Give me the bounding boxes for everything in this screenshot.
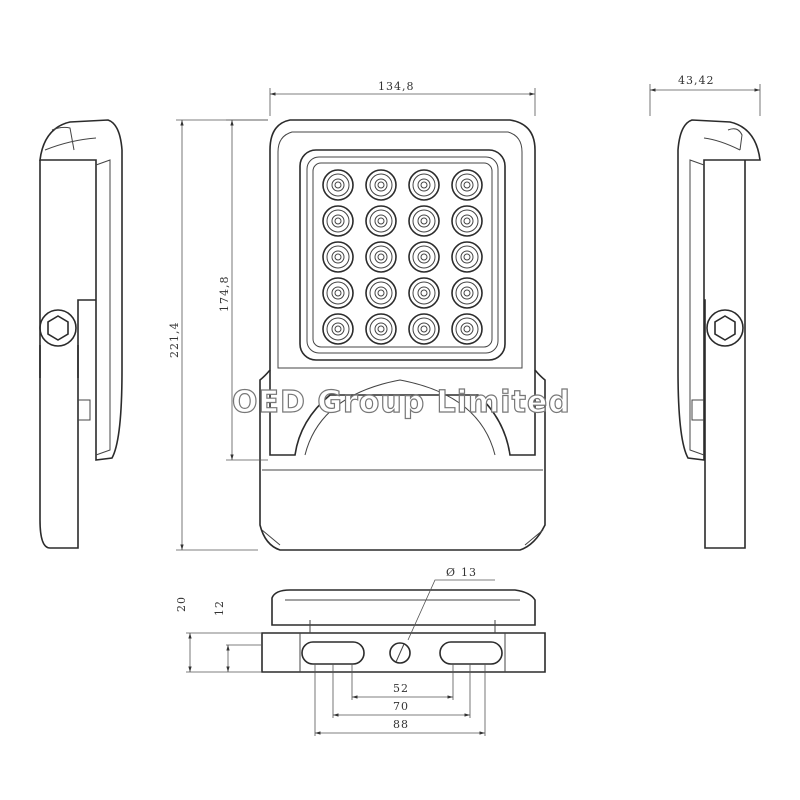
slot-left [301,641,365,665]
dim-total-height: 221,4 [168,322,181,359]
dim-slot-center: 70 [393,700,409,713]
dim-side-depth: 43,42 [678,74,715,87]
led-lens [322,205,354,237]
led-lens [365,205,397,237]
dim-hole-diameter: 13 [461,566,477,579]
led-lens [451,205,483,237]
watermark: OED Group Limited [232,385,571,420]
led-lens [365,313,397,345]
led-lens [451,169,483,201]
led-lens [408,241,440,273]
dim-slot-outer: 88 [393,718,409,731]
led-lens [408,313,440,345]
led-lens [408,205,440,237]
dimension-lines [176,84,761,736]
led-lens [322,241,354,273]
dim-bracket-depth: 20 [175,596,188,612]
housing-outline [259,119,546,551]
led-lens [451,241,483,273]
left-side-view [39,119,123,549]
led-window [299,149,506,361]
led-lens [365,241,397,273]
led-lens [365,277,397,309]
led-lens [408,277,440,309]
dim-body-height: 174,8 [218,276,231,313]
diameter-symbol: Ø [446,566,456,579]
dim-bracket-thickness: 12 [213,600,226,616]
led-grid [322,169,483,345]
led-lens [451,313,483,345]
center-hole [389,642,411,664]
slot-right [439,641,503,665]
led-lens [365,169,397,201]
led-lens [408,169,440,201]
led-lens [322,169,354,201]
right-side-view [677,119,761,549]
led-lens [322,313,354,345]
dim-front-width: 134,8 [378,80,415,93]
led-lens [322,277,354,309]
front-view [259,119,546,551]
dimension-labels: 134,8 43,42 221,4 174,8 20 12 Ø 13 52 70… [168,74,715,731]
bottom-view [261,589,546,673]
dim-slot-inner: 52 [393,682,409,695]
led-lens [451,277,483,309]
